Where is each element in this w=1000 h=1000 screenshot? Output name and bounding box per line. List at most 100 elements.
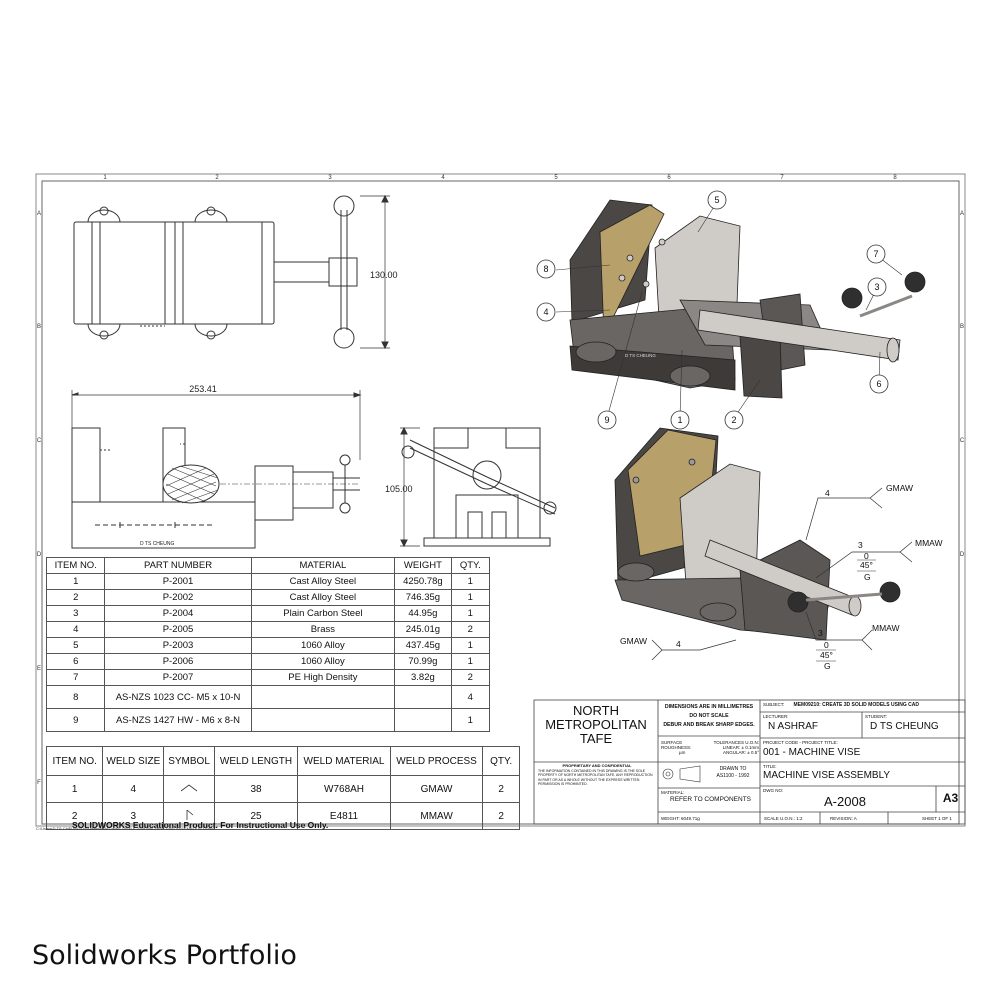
title-block-frame [533,699,966,825]
org-line-1: NORTH [573,703,619,718]
surface-label: SURFACE ROUGHNESS: [661,740,692,750]
bill-of-materials: ITEM NO. PART NUMBER MATERIAL WEIGHT QTY… [45,557,491,732]
proprietary-text: THE INFORMATION CONTAINED IN THIS DRAWIN… [538,768,653,787]
bom-part: P-2002 [104,589,252,606]
bom-col-item: ITEM NO. [45,557,106,574]
weld-zero-bottom: 0 [824,640,829,650]
bom-item: 7 [45,669,106,686]
grid-col-1: 1 [103,175,107,181]
revision-label: REVISION: A [830,816,857,821]
surface-roughness: SURFACE ROUGHNESS: µm [661,740,711,755]
exploded-view [569,199,926,399]
fillet-weld-symbol-icon [180,784,198,791]
grid-row-a: A [37,211,41,217]
weld-size-4-left: 4 [676,639,681,649]
weld-process: MMAW [389,802,484,830]
bom-weight: 245.01g [394,621,452,638]
bom-col-weight: WEIGHT [394,557,452,574]
table-row: 9 AS-NZS 1427 HW - M6 x 8-N 1 [45,708,491,732]
weight-label: WEIGHT: 6049.71g [661,816,700,821]
dims-note-3: DEBUR AND BREAK SHARP EDGES. [663,722,755,728]
proprietary-block: PROPRIETARY AND CONFIDENTIAL THE INFORMA… [538,763,656,787]
bom-item: 9 [45,708,106,732]
grid-col-7: 7 [780,175,784,181]
weld-angle-top: 45° [860,560,873,570]
balloon-label-1: 1 [677,415,682,425]
weld-qty: 2 [482,802,520,830]
bom-material: PE High Density [250,669,396,686]
bom-part: AS-NZS 1427 HW - M6 x 8-N [104,708,252,732]
subject-value: MEM09210: CREATE 3D SOLID MODELS USING C… [793,702,920,708]
dim-130: 130.00 [370,270,398,280]
balloon-label-9: 9 [604,415,609,425]
balloon-7 [866,244,886,264]
bom-part: AS-NZS 1023 CC- M5 x 10-N [104,685,252,709]
lecturer-value: N ASHRAF [768,721,819,732]
weld-header: ITEM NO. WELD SIZE SYMBOL WELD LENGTH WE… [45,746,520,776]
bom-weight: 437.45g [394,637,452,654]
project-label: PROJECT CODE - PROJECT TITLE: [763,740,838,745]
balloon-label-4: 4 [543,307,548,317]
dimension-notes: DIMENSIONS ARE IN MILLIMETRES DO NOT SCA… [658,703,760,730]
balloon-8 [536,259,556,279]
bom-material [250,685,396,709]
bom-qty: 1 [450,605,491,622]
weld-size-3-top: 3 [858,540,863,550]
weld-col-process: WELD PROCESS [389,746,484,776]
balloon-2 [724,410,744,430]
front-view [71,390,362,549]
balloon-3 [867,277,887,297]
grid-row-b: B [37,324,41,330]
weld-gmaw-top: GMAW [886,483,913,493]
surface-value: µm [679,750,686,755]
proprietary-title: PROPRIETARY AND CONFIDENTIAL [562,763,632,768]
bom-qty: 1 [450,573,491,590]
dwg-label: DWG NO: [763,788,784,793]
exploded-stamp: D TS CHEUNG [625,353,656,358]
weld-size-4-top: 4 [825,488,830,498]
weld-tails [816,559,876,662]
bom-qty: 2 [450,621,491,638]
grid-row-labels: A B C D E F A B C D [37,211,965,786]
balloon-6 [869,374,889,394]
weld-length: 25 [213,802,299,830]
org-line-3: TAFE [579,731,613,746]
weld-angle-bottom: 45° [820,650,833,660]
weld-col-qty: QTY. [482,746,520,776]
bom-material: Cast Alloy Steel [250,573,396,590]
side-view [400,426,557,548]
bom-weight [394,708,452,732]
top-view [73,194,390,350]
bom-part: P-2003 [104,637,252,654]
weld-gmaw-left: GMAW [620,636,647,646]
weld-zero-top: 0 [864,551,869,561]
balloon-5 [707,190,727,210]
sheet-size: A3 [942,791,959,805]
table-row: 8 AS-NZS 1023 CC- M5 x 10-N 4 [45,685,491,709]
grid-row-d: D [37,552,42,558]
org-name: NORTH METROPOLITAN TAFE [534,704,658,746]
grid-col-4: 4 [441,175,445,181]
balloons [536,190,889,430]
drawn-to-line-1: DRAWN TO [719,766,747,772]
grid-row-d-right: D [960,552,965,558]
weld-item: 2 [45,802,104,830]
dims-note-2: DO NOT SCALE [689,713,729,719]
dim-253: 253.41 [189,384,217,394]
dim-105: 105.00 [385,484,413,494]
weld-material: W768AH [297,775,391,803]
grid-row-a-right: A [960,211,964,217]
drawn-to: DRAWN TO AS1100 - 1992 [706,766,760,780]
table-row: 3 P-2004 Plain Carbon Steel 44.95g 1 [45,605,491,622]
bom-item: 6 [45,653,106,670]
balloon-label-6: 6 [876,379,881,389]
bom-qty: 1 [450,708,491,732]
table-row: 4 P-2005 Brass 245.01g 2 [45,621,491,638]
bom-weight: 4250.78g [394,573,452,590]
bom-qty: 1 [450,653,491,670]
bom-weight: 70.99g [394,653,452,670]
bom-material: 1060 Alloy [250,637,396,654]
weld-col-item: ITEM NO. [45,746,104,776]
table-row: 1 4 38 W768AH GMAW 2 [45,775,520,803]
project-value: 001 - MACHINE VISE [763,747,861,758]
